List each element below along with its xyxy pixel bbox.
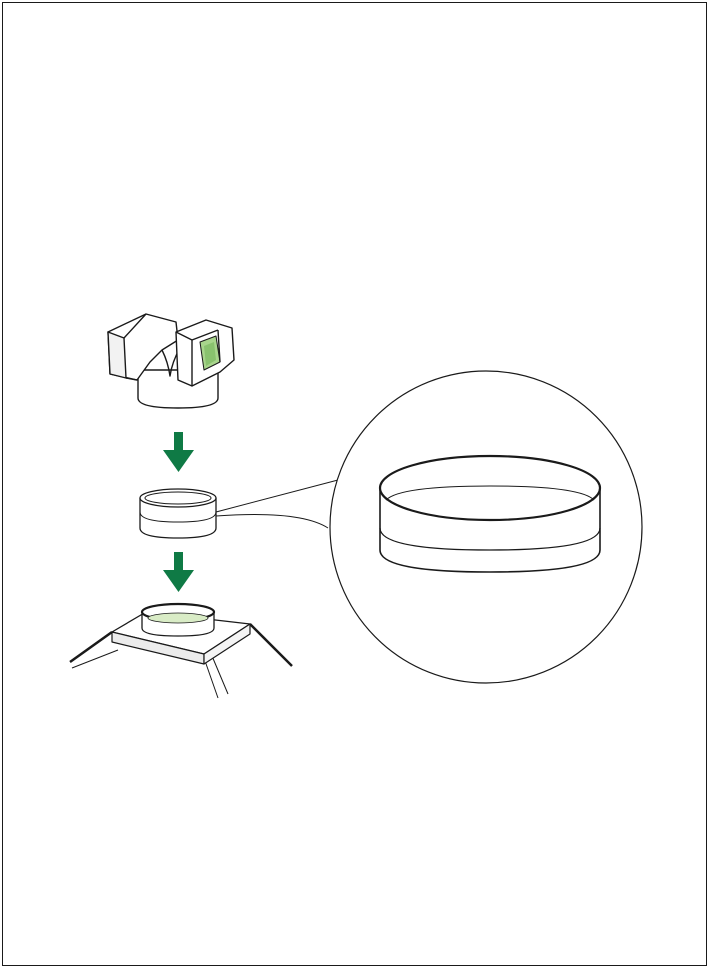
- rotor-cap-saddle: [161, 347, 181, 377]
- down-arrow-icon: [163, 552, 194, 592]
- sealing-ring-detail: [378, 454, 602, 573]
- rotor-cap-left-face: [107, 331, 127, 379]
- base-seat: [147, 612, 209, 624]
- rotor-cap: [107, 313, 235, 409]
- callout-connector: [215, 479, 339, 529]
- magnified-view: [329, 370, 643, 684]
- base-housing: [69, 602, 293, 699]
- down-arrow-icon: [163, 432, 194, 472]
- sealing-ring: [139, 488, 217, 539]
